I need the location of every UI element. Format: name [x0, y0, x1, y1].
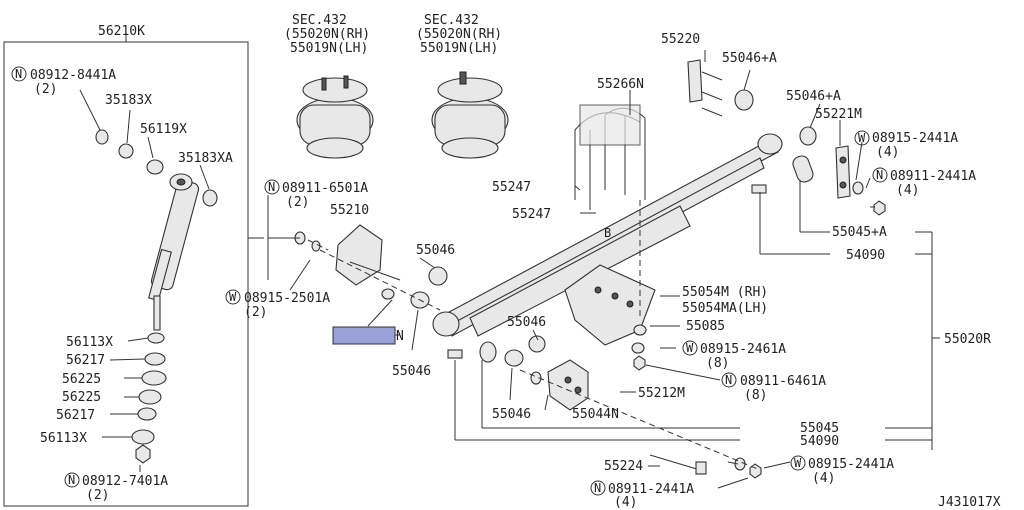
- label-55085: 55085: [686, 319, 725, 334]
- label-55054M: 55054M (RH): [682, 285, 768, 300]
- bottom-bolt: [649, 454, 762, 479]
- symbol-circles: [11, 66, 888, 496]
- shock-absorber: [148, 173, 200, 331]
- label-qty-8a: (8): [706, 356, 729, 371]
- label-55045: 55045: [800, 421, 839, 436]
- symbol-w-4: W: [794, 456, 802, 470]
- label-55266N: 55266N: [597, 77, 644, 92]
- label-55221M: 55221M: [815, 107, 862, 122]
- label-qty-2c: (2): [244, 305, 267, 320]
- symbol-n-1: N: [15, 67, 22, 81]
- label-54090-a: 54090: [846, 248, 885, 263]
- label-55045A: 55045+A: [832, 225, 887, 240]
- centerlines: [307, 200, 761, 471]
- label-08915-2441A-a: 08915-2441A: [872, 131, 958, 146]
- air-spring-right: [431, 71, 509, 159]
- label-55220: 55220: [661, 32, 700, 47]
- leaf-spring: [432, 133, 783, 337]
- clip-left: [447, 349, 463, 359]
- symbol-n-4: N: [725, 373, 732, 387]
- label-56217-a: 56217: [66, 353, 105, 368]
- label-55212M: 55212M: [638, 386, 685, 401]
- label-qty-4c: (4): [812, 471, 835, 486]
- label-08912-8441A: 08912-8441A: [30, 68, 116, 83]
- shock-bushings: [95, 129, 218, 207]
- label-55020N-b: (55020N(RH): [416, 27, 502, 42]
- label-55019N-b: 55019N(LH): [420, 41, 498, 56]
- label-sec432-a: SEC.432: [292, 13, 347, 28]
- shackle-right: [792, 126, 886, 216]
- symbol-n-2: N: [876, 168, 883, 182]
- label-qty-4b: (4): [896, 183, 919, 198]
- rear-bracket: [479, 324, 647, 411]
- label-qty-8b: (8): [744, 388, 767, 403]
- label-55046-c: 55046: [392, 364, 431, 379]
- label-highlight-n: N: [396, 329, 404, 344]
- label-55020N-a: (55020N(RH): [284, 27, 370, 42]
- label-55247-b: 55247: [512, 207, 551, 222]
- label-08911-2441A-b: 08911-2441A: [608, 482, 694, 497]
- label-56225-a: 56225: [62, 372, 101, 387]
- shackle-top: [687, 59, 754, 117]
- shock-lower-stack: [131, 332, 167, 464]
- symbol-n-5: N: [68, 473, 75, 487]
- symbol-n-6: N: [594, 481, 601, 495]
- label-55046-b: 55046: [507, 315, 546, 330]
- label-08911-6501A: 08911-6501A: [282, 181, 368, 196]
- label-qty-4d: (4): [614, 495, 637, 510]
- label-56225-b: 56225: [62, 390, 101, 405]
- label-56113X-b: 56113X: [40, 431, 87, 446]
- front-hanger: [294, 224, 448, 309]
- label-08912-7401A: 08912-7401A: [82, 474, 168, 489]
- label-qty-2a: (2): [34, 82, 57, 97]
- label-54090-b: 54090: [800, 434, 839, 449]
- label-55044N: 55044N: [572, 407, 619, 422]
- label-55224: 55224: [604, 459, 643, 474]
- label-55020R: 55020R: [944, 332, 991, 347]
- u-bolts: [574, 104, 646, 210]
- label-35183X: 35183X: [105, 93, 152, 108]
- label-qty-2d: (2): [86, 488, 109, 503]
- label-55210: 55210: [330, 203, 369, 218]
- clip-right: [751, 184, 767, 194]
- label-56119X: 56119X: [140, 122, 187, 137]
- label-qty-4a: (4): [876, 145, 899, 160]
- label-35183XA: 35183XA: [178, 151, 233, 166]
- label-08915-2441A-b: 08915-2441A: [808, 457, 894, 472]
- label-56217-b: 56217: [56, 408, 95, 423]
- symbol-w-3: W: [686, 341, 694, 355]
- diagram-code: J431017X: [938, 495, 1001, 510]
- label-55046-a: 55046: [416, 243, 455, 258]
- label-55046A-2: 55046+A: [786, 89, 841, 104]
- highlight-box: [332, 326, 396, 345]
- label-08911-2441A-a: 08911-2441A: [890, 169, 976, 184]
- label-08915-2461A: 08915-2461A: [700, 342, 786, 357]
- label-55046-d: 55046: [492, 407, 531, 422]
- label-sec432-b: SEC.432: [424, 13, 479, 28]
- label-qty-2b: (2): [286, 195, 309, 210]
- air-spring-left: [296, 75, 374, 159]
- label-55046A-1: 55046+A: [722, 51, 777, 66]
- label-55247-a: 55247: [492, 180, 531, 195]
- symbol-n-3: N: [268, 180, 275, 194]
- label-55019N-a: 55019N(LH): [290, 41, 368, 56]
- label-08915-2501A: 08915-2501A: [244, 291, 330, 306]
- label-56113X-a: 56113X: [66, 335, 113, 350]
- symbol-w-1: W: [858, 131, 866, 145]
- label-55054MA: 55054MA(LH): [682, 301, 768, 316]
- label-08911-6461A: 08911-6461A: [740, 374, 826, 389]
- label-b-marker: B: [604, 226, 611, 240]
- symbol-w-2: W: [229, 290, 237, 304]
- label-56210K: 56210K: [98, 24, 145, 39]
- main-leaders: [267, 50, 940, 489]
- shock-leaders: [79, 89, 210, 472]
